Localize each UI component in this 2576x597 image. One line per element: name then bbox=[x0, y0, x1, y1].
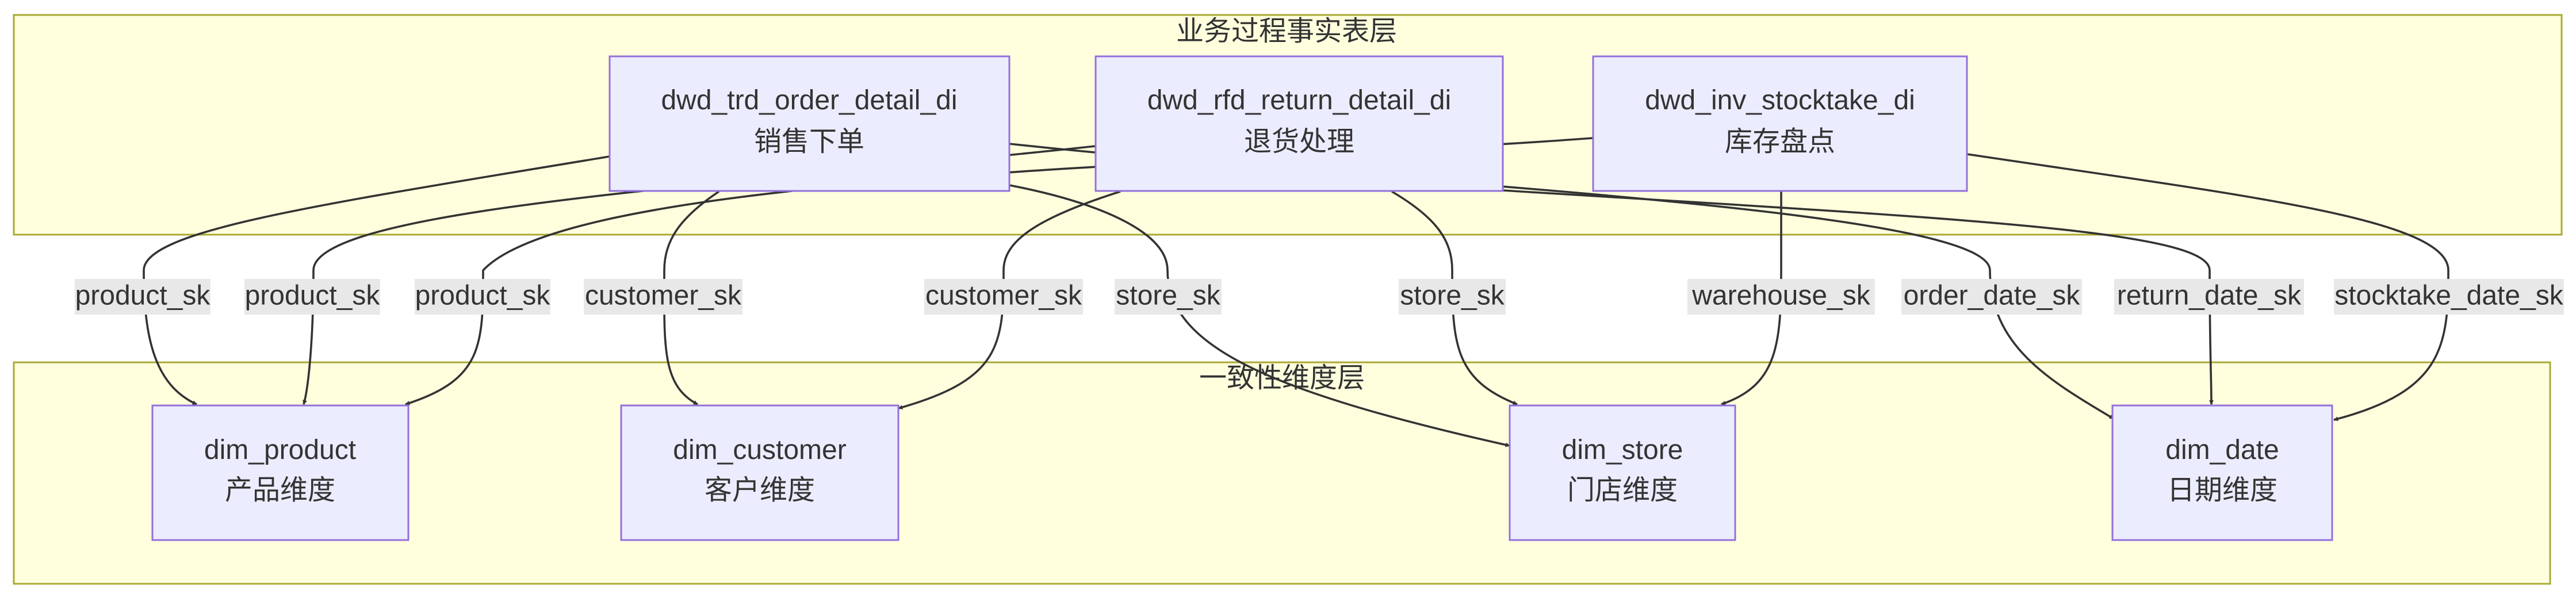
edge-order-customer bbox=[663, 190, 720, 405]
svg-text:customer_sk: customer_sk bbox=[585, 281, 742, 311]
edge-label-order-customer: customer_sk bbox=[584, 279, 742, 315]
node-stocktake: dwd_inv_stocktake_di 库存盘点 bbox=[1592, 55, 1968, 192]
svg-text:product_sk: product_sk bbox=[75, 281, 211, 311]
node-stocktake-desc: 库存盘点 bbox=[1725, 127, 1835, 157]
svg-text:stocktake_date_sk: stocktake_date_sk bbox=[2334, 281, 2564, 311]
fact-layer-title: 业务过程事实表层 bbox=[1176, 16, 1397, 47]
svg-text:product_sk: product_sk bbox=[245, 281, 381, 311]
node-dim-store: dim_store 门店维度 bbox=[1509, 404, 1736, 541]
svg-text:order_date_sk: order_date_sk bbox=[1904, 281, 2081, 311]
node-dim-product: dim_product 产品维度 bbox=[151, 404, 409, 541]
node-dim-date-desc: 日期维度 bbox=[2167, 475, 2278, 506]
node-dim-date-name: dim_date bbox=[2165, 435, 2279, 465]
edge-labels-layer: product_sk product_sk product_sk custome… bbox=[75, 279, 2564, 315]
node-return-detail-desc: 退货处理 bbox=[1244, 127, 1354, 157]
svg-text:warehouse_sk: warehouse_sk bbox=[1691, 281, 1871, 311]
svg-text:customer_sk: customer_sk bbox=[925, 281, 1082, 311]
edge-label-stock-product: product_sk bbox=[415, 279, 550, 315]
node-dim-store-name: dim_store bbox=[1562, 435, 1683, 465]
node-order-detail-name: dwd_trd_order_detail_di bbox=[661, 85, 957, 116]
node-dim-store-desc: 门店维度 bbox=[1567, 475, 1678, 506]
edge-label-stock-store: warehouse_sk bbox=[1687, 279, 1875, 315]
edge-label-order-date: order_date_sk bbox=[1901, 279, 2082, 315]
node-dim-product-name: dim_product bbox=[204, 435, 356, 465]
node-dim-product-desc: 产品维度 bbox=[225, 475, 335, 506]
edge-label-return-customer: customer_sk bbox=[924, 279, 1083, 315]
edge-return-date bbox=[1502, 189, 2214, 405]
edge-stock-date bbox=[1966, 153, 2449, 422]
dimension-layer-title: 一致性维度层 bbox=[1199, 363, 1365, 393]
node-order-detail-desc: 销售下单 bbox=[754, 127, 864, 157]
edge-label-return-date: return_date_sk bbox=[2114, 279, 2304, 315]
edge-label-stock-date: stocktake_date_sk bbox=[2334, 279, 2564, 315]
node-return-detail: dwd_rfd_return_detail_di 退货处理 bbox=[1094, 55, 1504, 192]
edge-label-order-product: product_sk bbox=[75, 279, 210, 315]
node-dim-customer: dim_customer 客户维度 bbox=[620, 404, 900, 541]
node-dim-customer-name: dim_customer bbox=[673, 435, 846, 465]
node-order-detail: dwd_trd_order_detail_di 销售下单 bbox=[608, 55, 1011, 192]
edge-return-customer bbox=[898, 190, 1121, 410]
edge-label-order-store: store_sk bbox=[1115, 279, 1222, 315]
node-stocktake-name: dwd_inv_stocktake_di bbox=[1645, 85, 1915, 116]
svg-text:store_sk: store_sk bbox=[1116, 281, 1220, 311]
node-return-detail-name: dwd_rfd_return_detail_di bbox=[1147, 85, 1451, 116]
svg-text:return_date_sk: return_date_sk bbox=[2117, 281, 2302, 311]
edge-label-return-store: store_sk bbox=[1399, 279, 1506, 315]
node-dim-date: dim_date 日期维度 bbox=[2111, 404, 2333, 541]
svg-text:store_sk: store_sk bbox=[1400, 281, 1505, 311]
edge-label-return-product: product_sk bbox=[244, 279, 380, 315]
svg-text:product_sk: product_sk bbox=[415, 281, 551, 311]
node-dim-customer-desc: 客户维度 bbox=[705, 475, 815, 506]
edge-order-product bbox=[143, 155, 610, 405]
